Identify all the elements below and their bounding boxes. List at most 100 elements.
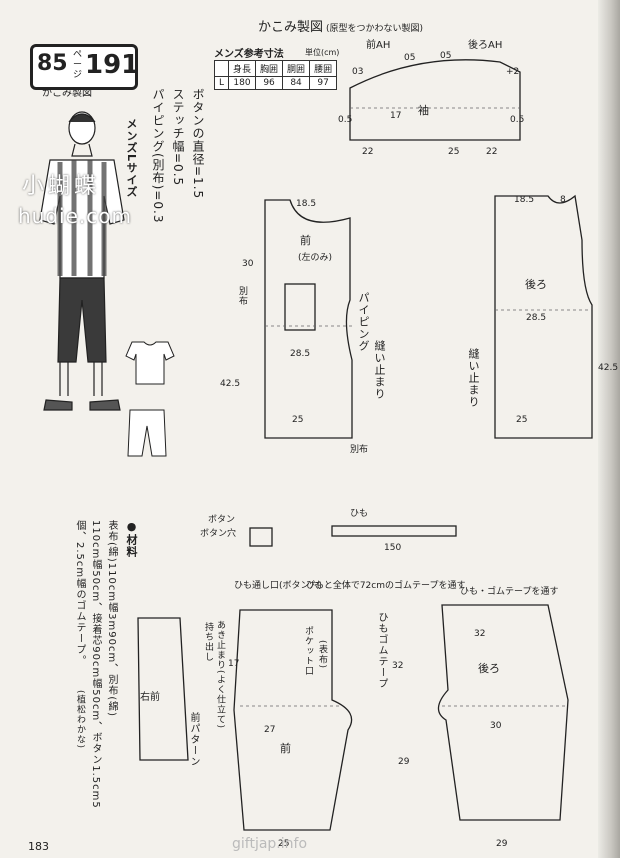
svg-text:25: 25 (516, 415, 527, 425)
badge-unit: ページ (73, 50, 83, 80)
header-title: かこみ製図 (258, 20, 324, 35)
label-front-pants: 前 (280, 741, 291, 755)
svg-text:05: 05 (404, 53, 415, 63)
svg-text:32: 32 (474, 629, 485, 639)
note-piping: パイピング(別布)=0.3 (151, 88, 165, 224)
badge-code: 191 (85, 50, 140, 80)
materials-credit: (植松わかな) (75, 690, 85, 750)
label-akidomari: あき止まり(よく仕立て) (215, 620, 225, 730)
table-header-cell: 腰囲 (309, 60, 338, 77)
svg-text:150: 150 (384, 543, 401, 553)
svg-text:0.5: 0.5 (338, 115, 352, 125)
measurement-unit: 単位(cm) (305, 48, 340, 57)
svg-text:25: 25 (292, 415, 303, 425)
label-sew-end-front: 縫い止まり (373, 340, 386, 400)
svg-text:18.5: 18.5 (296, 199, 316, 209)
materials-line-3: 個、2.5cm幅のゴムテープ。 (74, 520, 85, 667)
tie-piece (331, 525, 457, 537)
svg-text:30: 30 (242, 259, 254, 269)
badge-subtitle: かこみ製図 (42, 88, 92, 99)
svg-text:42.5: 42.5 (220, 379, 240, 389)
svg-text:17: 17 (228, 659, 239, 669)
sleeve-piece (349, 59, 521, 141)
header-subtitle: (原型をつかわない製図) (326, 24, 424, 34)
pattern-badge: 85 ページ 191 (30, 44, 140, 90)
svg-text:0.5: 0.5 (510, 115, 524, 125)
watermark-chinese: 小蝴蝶 (22, 174, 101, 199)
garment-thumbnails (125, 341, 175, 457)
label-back: 後ろ (525, 277, 547, 291)
page-header: かこみ製図(原型をつかわない製図) (258, 16, 423, 35)
label-back-ah: 後ろAH (468, 38, 502, 51)
badge-page-number: 85 (37, 51, 68, 76)
label-himo-ana: ひも通し口(ボタン穴) (234, 579, 322, 591)
table-header-cell (213, 60, 230, 77)
materials-line-1: 表布(綿)110cm幅3m90cm、別布(綿) (106, 520, 117, 717)
svg-text:17: 17 (390, 111, 401, 121)
svg-text:22: 22 (486, 147, 497, 157)
label-right-front: 右前 (140, 690, 160, 703)
right-front-piece (137, 617, 189, 761)
table-cell: 96 (255, 76, 284, 90)
note-button-diameter: ボタンの直径=1.5 (191, 88, 205, 200)
table-header-row: 身長 胸囲 胴囲 腰囲 (213, 60, 338, 77)
model-illustration (39, 111, 125, 411)
svg-text:18.5: 18.5 (514, 195, 534, 205)
svg-text:05: 05 (440, 51, 451, 61)
svg-text:+2: +2 (506, 67, 519, 77)
table-header-cell: 胴囲 (282, 60, 311, 77)
materials-line-2: 110cm幅50cm、接着芯90cm幅50cm、ボタン1.5cm5 (90, 520, 101, 809)
svg-text:30: 30 (490, 721, 502, 731)
label-bessu-side: 別布 (237, 286, 247, 306)
svg-text:28.5: 28.5 (526, 313, 546, 323)
placket-detail (249, 527, 273, 547)
label-back-pants: 後ろ (478, 661, 500, 675)
pocket-piece (284, 283, 316, 331)
measurement-title: メンズ参考寸法 (214, 49, 284, 60)
table-cell: 97 (309, 76, 338, 90)
book-gutter (598, 0, 620, 858)
back-pants-piece (437, 604, 569, 821)
svg-text:28.5: 28.5 (290, 349, 310, 359)
svg-text:42.5: 42.5 (598, 363, 618, 373)
table-header-cell: 胸囲 (255, 60, 284, 77)
svg-text:29: 29 (496, 839, 508, 849)
table-cell: L (213, 76, 230, 90)
page-number: 183 (28, 840, 49, 853)
watermark-hudie: hudie.com (18, 204, 132, 228)
materials-title: ●材料 (125, 520, 138, 558)
note-stitch-width: ステッチ幅=0.5 (171, 88, 185, 187)
svg-text:03: 03 (352, 67, 363, 77)
front-pants-piece (233, 609, 353, 831)
size-label: メンズLサイズ (125, 118, 138, 199)
label-himo-gomu: ひもゴムテープ (376, 612, 387, 689)
svg-text:29: 29 (398, 757, 410, 767)
label-gomu: ひも・ゴムテープを通す (460, 585, 558, 597)
table-cell: 84 (282, 76, 311, 90)
label-self-fabric: (表布) (317, 640, 327, 670)
table-row: L 180 96 84 97 (213, 76, 338, 90)
back-bodice-piece (494, 194, 593, 439)
label-left-only: (左のみ) (298, 251, 332, 263)
label-himo: ひも (350, 508, 368, 519)
label-front-ah: 前AH (366, 38, 390, 51)
label-himo-full: ひもと全体で72cmのゴムテープを通す (306, 579, 465, 591)
table-cell: 180 (228, 76, 257, 90)
label-piping: パイピング (357, 292, 370, 352)
svg-text:25: 25 (448, 147, 459, 157)
label-mochidashi: 持ち出し (203, 622, 213, 662)
svg-text:25: 25 (278, 839, 289, 849)
label-botan: ボタン (208, 514, 235, 525)
svg-text:27: 27 (264, 725, 275, 735)
label-bessu: 別布 (350, 443, 368, 455)
label-sew-end-back: 縫い止まり (467, 348, 480, 408)
svg-text:32: 32 (392, 661, 403, 671)
label-botan-ana: ボタン穴 (200, 527, 236, 539)
front-bodice-piece (264, 199, 353, 439)
label-sleeve: 袖 (418, 103, 429, 117)
measurement-table: 身長 胸囲 胴囲 腰囲 L 180 96 84 97 (213, 60, 338, 90)
label-front-pattern: 前パターン (188, 712, 199, 767)
